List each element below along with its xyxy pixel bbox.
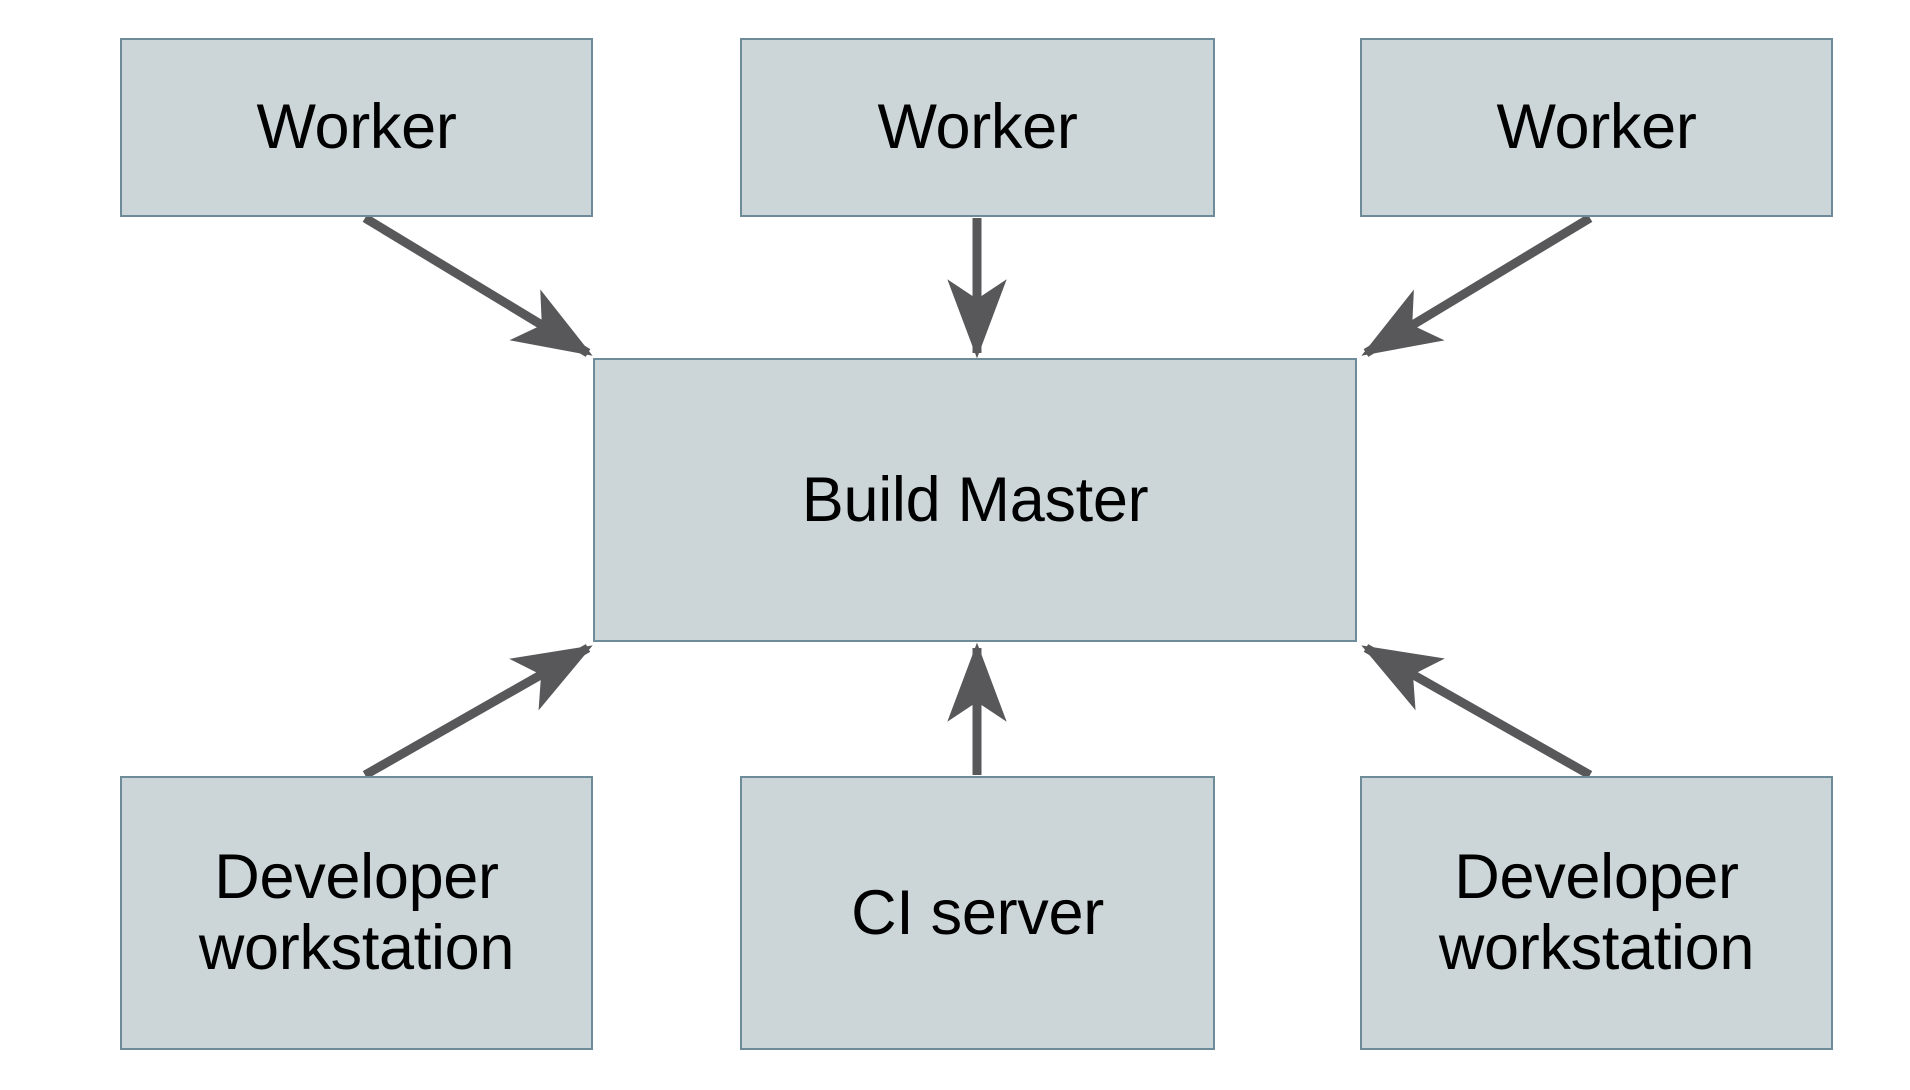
node-worker-3-label: Worker xyxy=(1496,92,1697,163)
node-ci-server-label: CI server xyxy=(851,877,1104,948)
node-worker-3[interactable]: Worker xyxy=(1360,38,1833,217)
node-developer-workstation-1-label: Developer workstation xyxy=(198,842,515,983)
node-build-master-label: Build Master xyxy=(801,464,1149,535)
node-ci-server[interactable]: CI server xyxy=(740,776,1215,1050)
node-worker-2[interactable]: Worker xyxy=(740,38,1215,217)
node-worker-2-label: Worker xyxy=(877,92,1078,163)
node-worker-1[interactable]: Worker xyxy=(120,38,593,217)
node-worker-1-label: Worker xyxy=(256,92,457,163)
edge-dev-workstation-2-to-build-master xyxy=(1361,644,1593,779)
node-developer-workstation-2-label: Developer workstation xyxy=(1438,842,1755,983)
node-developer-workstation-2[interactable]: Developer workstation xyxy=(1360,776,1833,1050)
edge-worker-1-to-build-master xyxy=(362,214,593,357)
edge-dev-workstation-1-to-build-master xyxy=(362,644,593,779)
edge-worker-3-to-build-master xyxy=(1361,214,1593,357)
node-developer-workstation-1[interactable]: Developer workstation xyxy=(120,776,593,1050)
node-build-master[interactable]: Build Master xyxy=(593,358,1357,642)
